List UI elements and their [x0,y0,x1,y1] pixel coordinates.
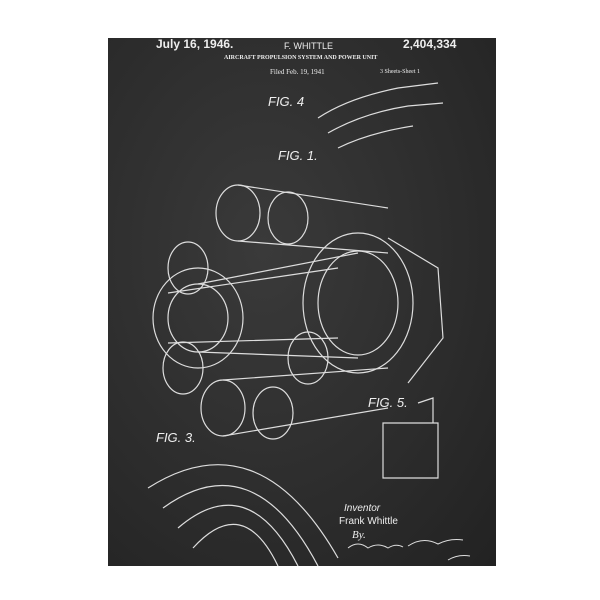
combustion-chambers [162,184,389,440]
filed-date: Filed Feb. 19, 1941 [270,68,325,76]
fig1-label: FIG. 1. [278,148,318,163]
fig4-label: FIG. 4 [268,94,305,109]
jet-engine-drawing [147,82,444,566]
fig5-drawing [382,397,439,479]
inventor-name: Frank Whittle [339,516,398,527]
fig5-label: FIG. 5. [368,395,408,410]
fig3-label: FIG. 3. [156,430,196,445]
patent-title: AIRCRAFT PROPULSION SYSTEM AND POWER UNI… [224,55,378,61]
attorney-signature [347,539,471,561]
sheet-count: 3 Sheets-Sheet 1 [380,69,420,75]
patent-poster: July 16, 1946. F. WHITTLE 2,404,334 AIRC… [108,38,496,566]
patent-date: July 16, 1946. [156,38,234,51]
by-label: By. [352,529,366,541]
fig4-duct [317,82,444,149]
fig3-drawing [147,464,339,566]
engine-body [152,232,444,384]
inventor-header: F. WHITTLE [284,41,333,51]
patent-number: 2,404,334 [403,38,457,51]
inventor-label: Inventor [344,503,381,514]
